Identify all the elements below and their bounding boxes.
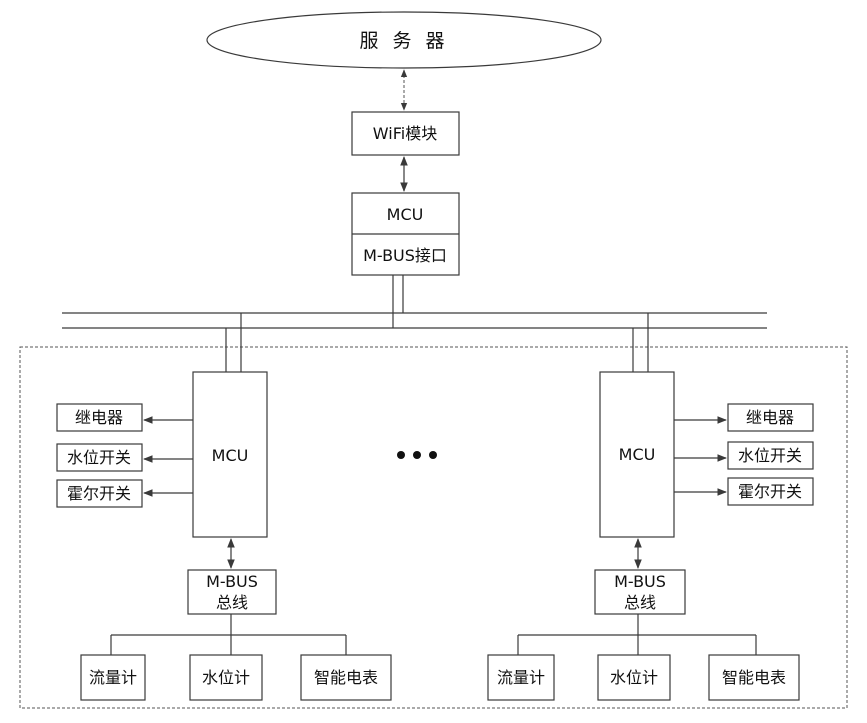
right-meter-flow-label: 流量计 xyxy=(497,668,545,687)
left-mbus-label-1: M-BUS xyxy=(206,572,258,591)
wifi-module-label: WiFi模块 xyxy=(373,124,437,143)
right-output-hall-switch-label: 霍尔开关 xyxy=(738,482,802,501)
right-output-box-relay xyxy=(727,403,814,432)
left-mcu-label: MCU xyxy=(212,446,249,465)
right-mbus-box xyxy=(594,569,686,615)
left-mcu-box xyxy=(192,371,268,538)
left-mbus-label-2: 总线 xyxy=(216,593,248,612)
mbus-interface-label: M-BUS接口 xyxy=(363,246,447,265)
right-meter-box-flow xyxy=(487,654,555,701)
right-mcu-label: MCU xyxy=(619,445,656,464)
right-output-water-switch-label: 水位开关 xyxy=(738,446,802,465)
subsystem-boundary xyxy=(19,346,848,709)
right-node: MCU 继电器 水位开关 霍尔开关 M-BUS 总线 流量计 水位计 智能电表 xyxy=(487,313,814,701)
server-label: 服 务 器 xyxy=(359,30,448,52)
left-output-box-relay xyxy=(56,403,143,432)
ellipsis-dot-1 xyxy=(397,451,405,459)
left-output-hall-switch-label: 霍尔开关 xyxy=(67,484,131,503)
left-meter-box-flow xyxy=(80,654,146,701)
right-output-box-water-switch xyxy=(727,441,814,470)
left-meter-electric-label: 智能电表 xyxy=(314,668,378,687)
left-meter-box-level xyxy=(189,654,263,701)
more-nodes-ellipsis xyxy=(397,451,437,459)
left-meter-level-label: 水位计 xyxy=(202,668,250,687)
right-meter-electric-label: 智能电表 xyxy=(722,668,786,687)
left-output-water-switch-label: 水位开关 xyxy=(67,448,131,467)
server-node xyxy=(206,11,602,69)
right-meter-box-level xyxy=(597,654,671,701)
right-mbus-label-1: M-BUS xyxy=(614,572,666,591)
right-mbus-label-2: 总线 xyxy=(624,593,656,612)
left-node: MCU 继电器 水位开关 霍尔开关 M-BUS 总线 流量计 水位计 智能电表 xyxy=(56,313,392,701)
ellipsis-dot-2 xyxy=(413,451,421,459)
main-mcu-label: MCU xyxy=(387,205,424,224)
left-output-box-hall-switch xyxy=(56,479,143,508)
right-meter-box-electric xyxy=(708,654,800,701)
right-mcu-box xyxy=(599,371,675,538)
left-mbus-box xyxy=(187,569,277,615)
right-output-relay-label: 继电器 xyxy=(746,408,794,427)
ellipsis-dot-3 xyxy=(429,451,437,459)
left-output-relay-label: 继电器 xyxy=(75,408,123,427)
left-output-box-water-switch xyxy=(56,443,143,472)
left-meter-flow-label: 流量计 xyxy=(89,668,137,687)
wifi-module-box xyxy=(351,111,460,156)
right-meter-level-label: 水位计 xyxy=(610,668,658,687)
left-meter-box-electric xyxy=(300,654,392,701)
right-output-box-hall-switch xyxy=(727,477,814,506)
